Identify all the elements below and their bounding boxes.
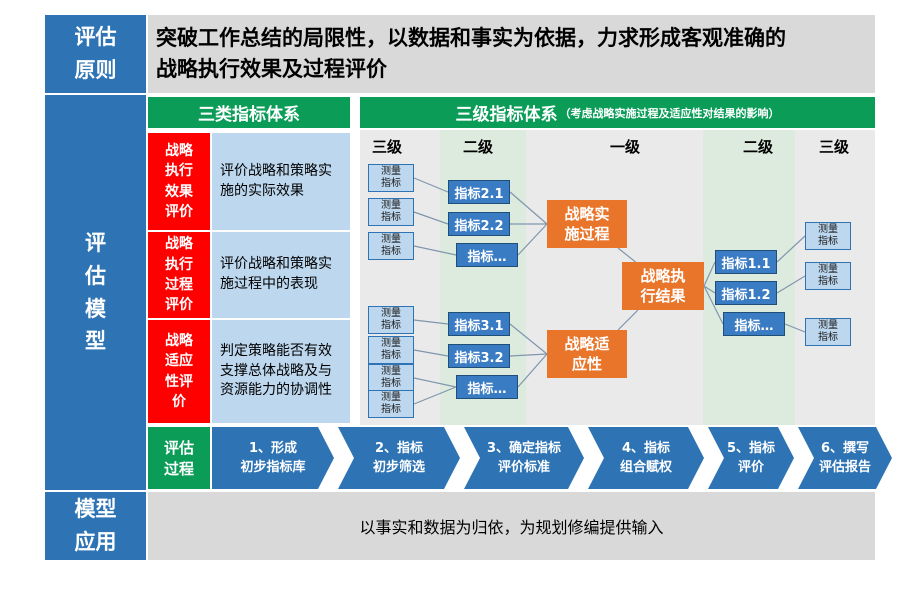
indicator-2-1: 指标2.1 — [448, 180, 510, 204]
type-effect-desc: 评价战略和策略实施的实际效果 — [212, 133, 350, 230]
principle-label: 评估原则 — [45, 15, 146, 93]
indicator-3-more: 指标… — [456, 375, 518, 399]
levels-header-note: （考虑战略实施过程及适应性对结果的影响） — [559, 106, 780, 120]
column-header-level3-left: 三级 — [371, 137, 402, 156]
measure-box: 测量指标 — [368, 306, 414, 334]
indicator-1-1: 指标1.1 — [715, 250, 777, 274]
measure-box: 测量指标 — [805, 222, 851, 250]
process-step-5: 5、指标 评价 — [708, 427, 794, 489]
column-header-level3-right: 三级 — [818, 137, 849, 156]
column-header-level2-left: 二级 — [462, 137, 493, 156]
model-label: 评估模型 — [45, 95, 146, 490]
type-adapt-desc: 判定策略能否有效支撑总体战略及与资源能力的协调性 — [212, 320, 350, 423]
types-header: 三类指标体系 — [148, 97, 350, 128]
measure-box: 测量指标 — [368, 198, 414, 226]
column-header-level1: 一级 — [609, 137, 640, 156]
process-step-2: 2、指标 初步筛选 — [338, 427, 460, 489]
process-label: 评估过程 — [148, 427, 210, 489]
indicator-1-more: 指标… — [723, 312, 785, 336]
levels-header: 三级指标体系 （考虑战略实施过程及适应性对结果的影响） — [360, 97, 875, 128]
measure-box: 测量指标 — [368, 390, 414, 418]
type-effect-name: 战略执行效果评价 — [148, 133, 210, 230]
indicator-1-2: 指标1.2 — [715, 281, 777, 305]
indicator-3-2: 指标3.2 — [448, 344, 510, 368]
principle-text: 突破工作总结的局限性，以数据和事实为依据，力求形成客观准确的战略执行效果及过程评… — [156, 25, 786, 82]
indicator-3-1: 指标3.1 — [448, 312, 510, 336]
type-process-desc: 评价战略和策略实施过程中的表现 — [212, 232, 350, 318]
process-step-4: 4、指标 组合赋权 — [588, 427, 704, 489]
type-process-name: 战略执行过程评价 — [148, 232, 210, 318]
indicator-2-more: 指标… — [456, 243, 518, 267]
measure-box: 测量指标 — [368, 232, 414, 260]
principle-text-panel: 突破工作总结的局限性，以数据和事实为依据，力求形成客观准确的战略执行效果及过程评… — [148, 15, 875, 93]
level2-band-right — [703, 130, 795, 425]
measure-box: 测量指标 — [805, 318, 851, 346]
levels-header-title: 三级指标体系 — [455, 105, 558, 125]
process-step-6: 6、撰写 评估报告 — [798, 427, 892, 489]
process-step-3: 3、确定指标 评价标准 — [464, 427, 584, 489]
node-strategy-adaptability: 战略适应性 — [547, 330, 627, 378]
application-label: 模型应用 — [45, 492, 146, 560]
type-adapt-name: 战略适应性评价 — [148, 320, 210, 423]
application-text: 以事实和数据为归依，为规划修编提供输入 — [148, 492, 875, 560]
column-header-level2-right: 二级 — [742, 137, 773, 156]
measure-box: 测量指标 — [805, 262, 851, 290]
measure-box: 测量指标 — [368, 364, 414, 392]
measure-box: 测量指标 — [368, 164, 414, 192]
connector-lines — [413, 177, 806, 405]
measure-box: 测量指标 — [368, 336, 414, 364]
node-strategy-execution-result: 战略执行结果 — [622, 262, 704, 310]
node-strategy-implementation-process: 战略实施过程 — [547, 200, 627, 248]
indicator-2-2: 指标2.2 — [448, 212, 510, 236]
process-step-1: 1、形成 初步指标库 — [212, 427, 334, 489]
